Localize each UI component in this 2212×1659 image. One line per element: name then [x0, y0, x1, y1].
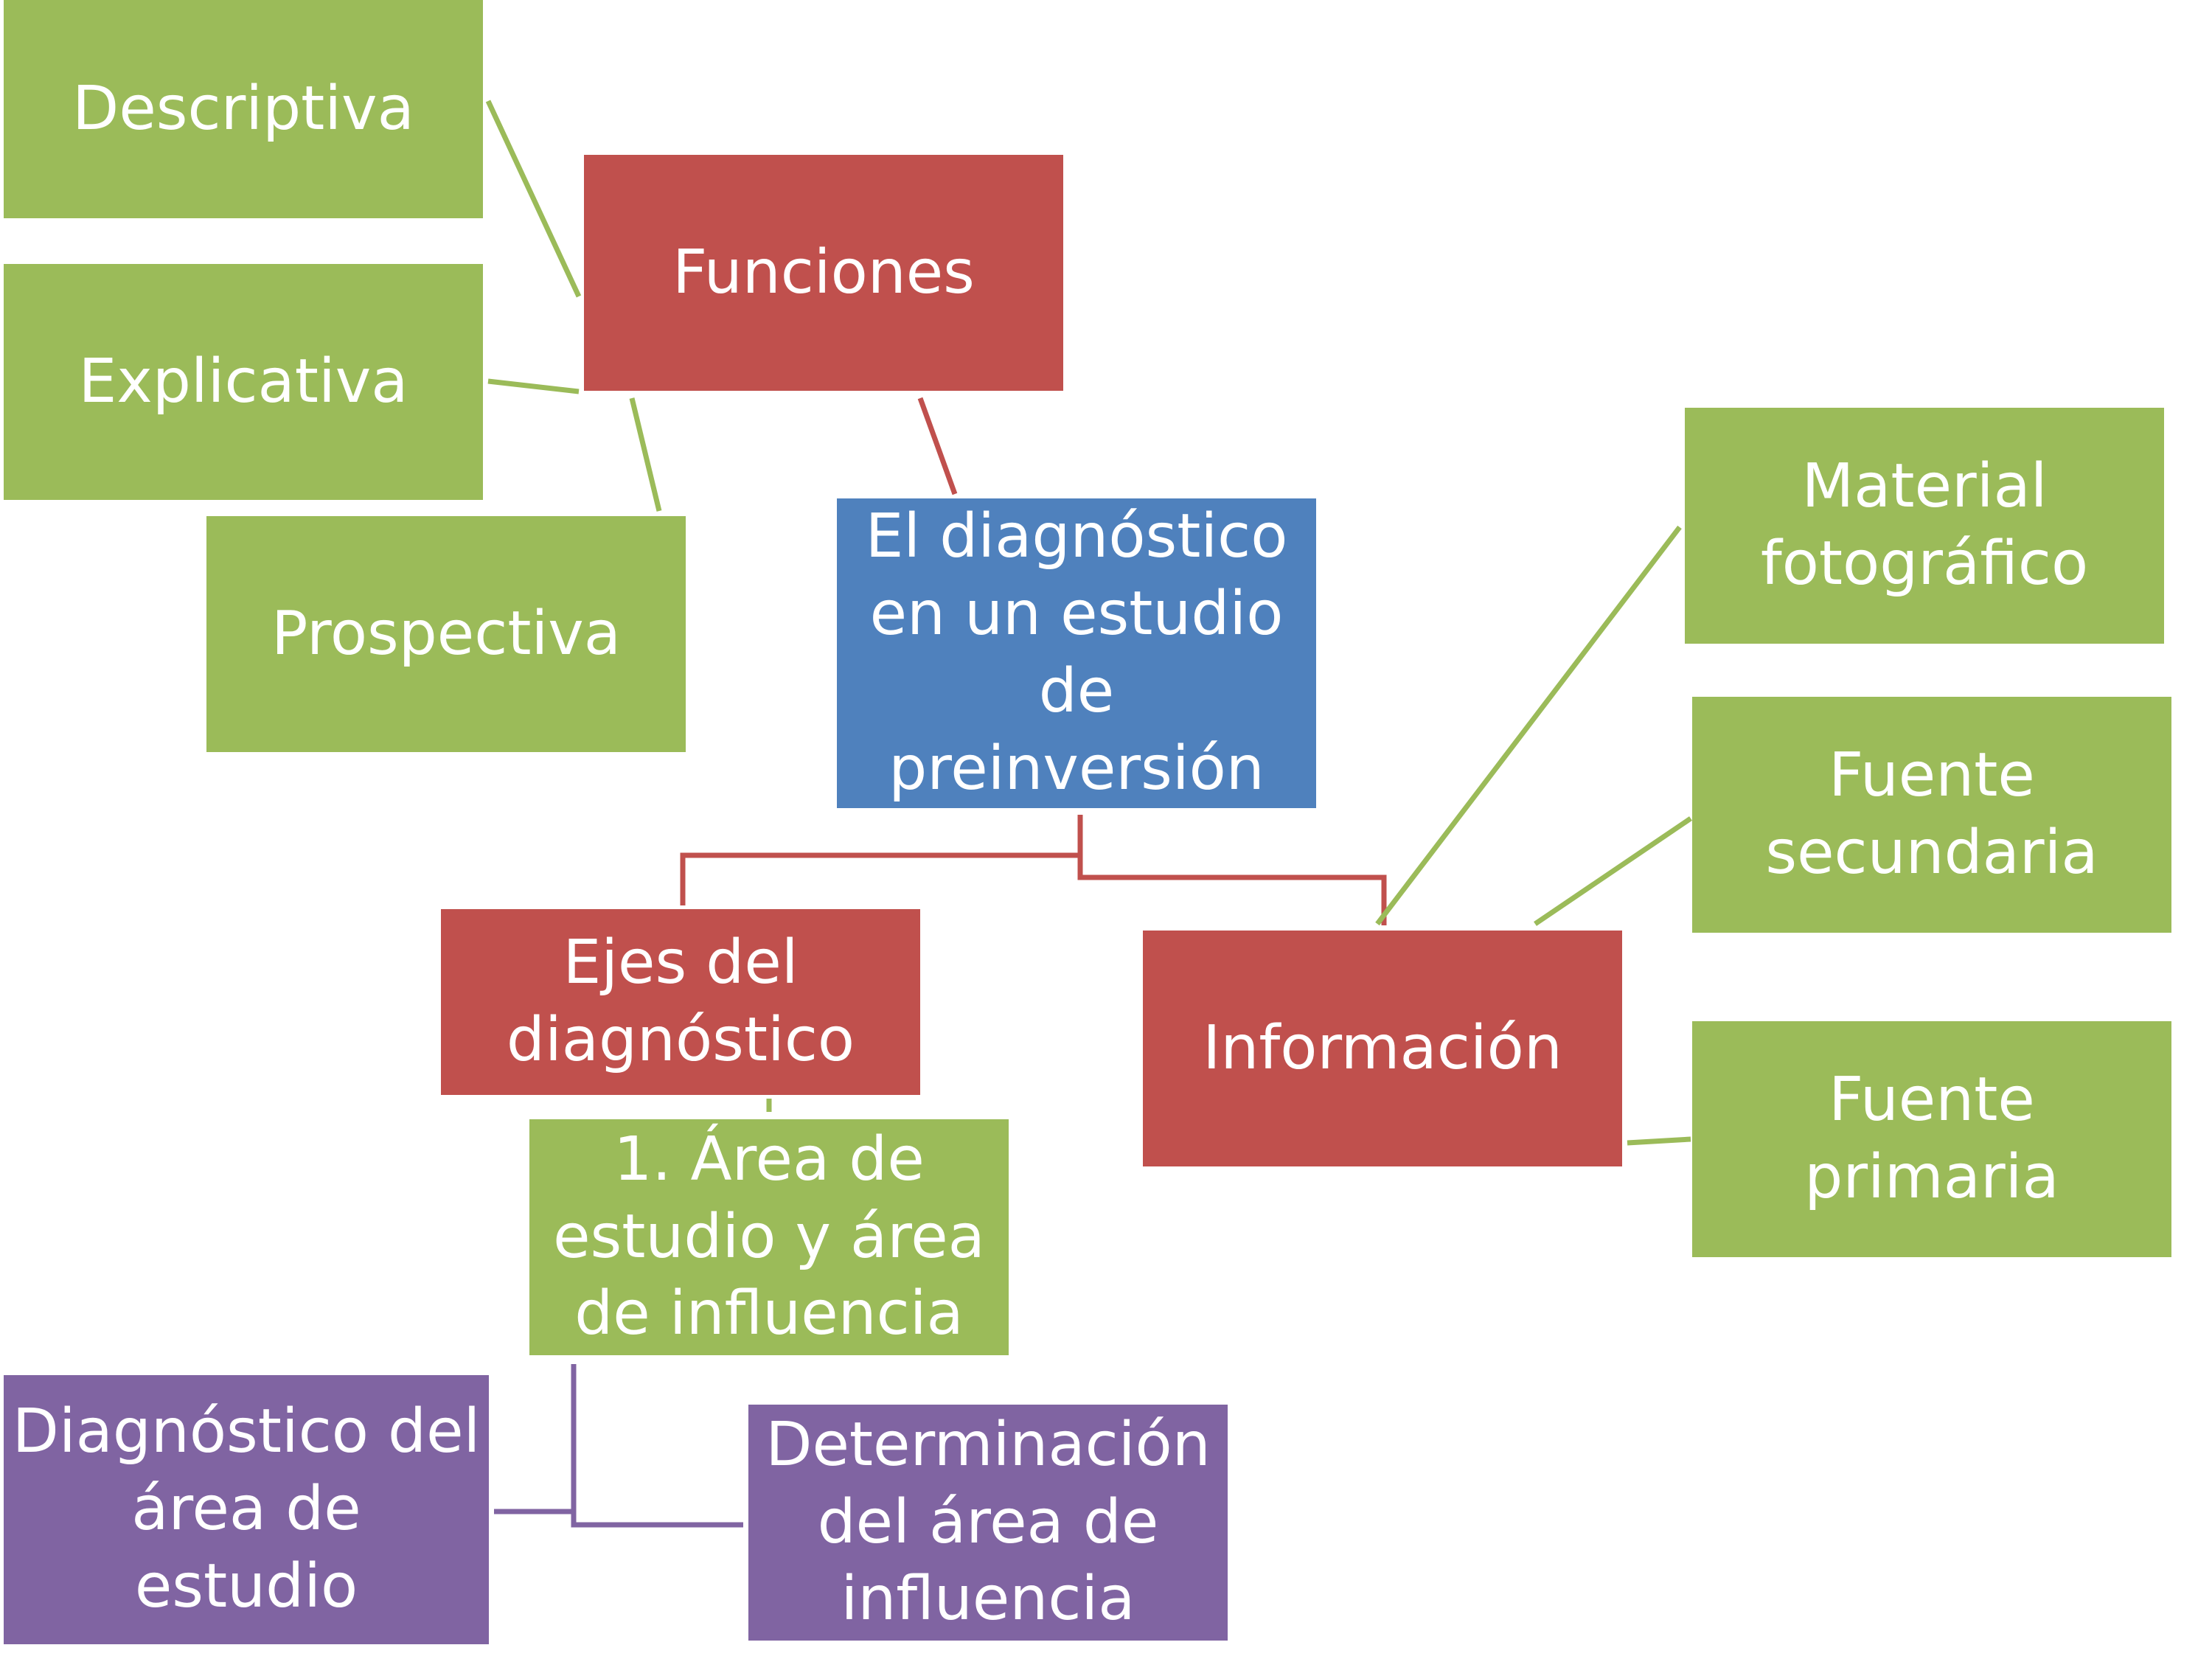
node-explicativa-label: Explicativa: [78, 346, 408, 417]
node-prospectiva: Prospectiva: [206, 516, 686, 752]
node-explicativa: Explicativa: [4, 264, 483, 500]
node-material: Material fotográfico: [1685, 408, 2164, 644]
node-center: El diagnóstico en un estudio de preinver…: [837, 498, 1316, 808]
node-area: 1. Área de estudio y área de influencia: [529, 1119, 1009, 1355]
connector-area-determinacion: [571, 1512, 743, 1528]
node-informacion-label: Información: [1203, 1012, 1562, 1083]
node-funciones: Funciones: [584, 155, 1063, 391]
node-fuente-primaria: Fuente primaria: [1692, 1021, 2171, 1257]
node-ejes-label: Ejes del diagnóstico: [506, 928, 855, 1075]
node-fuente-secundaria-label: Fuente secundaria: [1765, 740, 2098, 888]
node-descriptiva: Descriptiva: [4, 0, 483, 218]
node-ejes: Ejes del diagnóstico: [441, 909, 920, 1095]
connector-funciones-prospectiva: [629, 397, 662, 512]
connector-informacion-secundaria: [1534, 816, 1692, 926]
node-fuente-secundaria: Fuente secundaria: [1692, 697, 2171, 933]
connector-center-funciones: [917, 397, 958, 495]
connector-informacion-material: [1375, 525, 1682, 926]
connector-funciones-explicativa: [487, 378, 580, 394]
connector-center-informacion: [1077, 855, 1387, 925]
node-diagnostico-area-label: Diagnóstico del área de estudio: [12, 1397, 481, 1621]
connector-informacion-primaria: [1627, 1136, 1691, 1146]
node-descriptiva-label: Descriptiva: [72, 73, 414, 144]
connector-funciones-descriptiva: [485, 100, 582, 298]
node-determinacion-label: Determinación del área de influencia: [765, 1409, 1211, 1635]
node-diagnostico-area: Diagnóstico del área de estudio: [4, 1375, 489, 1644]
node-determinacion: Determinación del área de influencia: [748, 1405, 1228, 1641]
node-informacion: Información: [1143, 931, 1622, 1166]
connector-center-ejes: [680, 815, 1083, 905]
node-center-label: El diagnóstico en un estudio de preinver…: [865, 501, 1288, 804]
node-fuente-primaria-label: Fuente primaria: [1804, 1065, 2059, 1212]
connector-area-diagnostico: [494, 1364, 577, 1514]
node-prospectiva-label: Prospectiva: [271, 598, 622, 669]
node-material-label: Material fotográfico: [1760, 451, 2089, 599]
node-funciones-label: Funciones: [672, 237, 975, 307]
node-area-label: 1. Área de estudio y área de influencia: [553, 1124, 985, 1349]
